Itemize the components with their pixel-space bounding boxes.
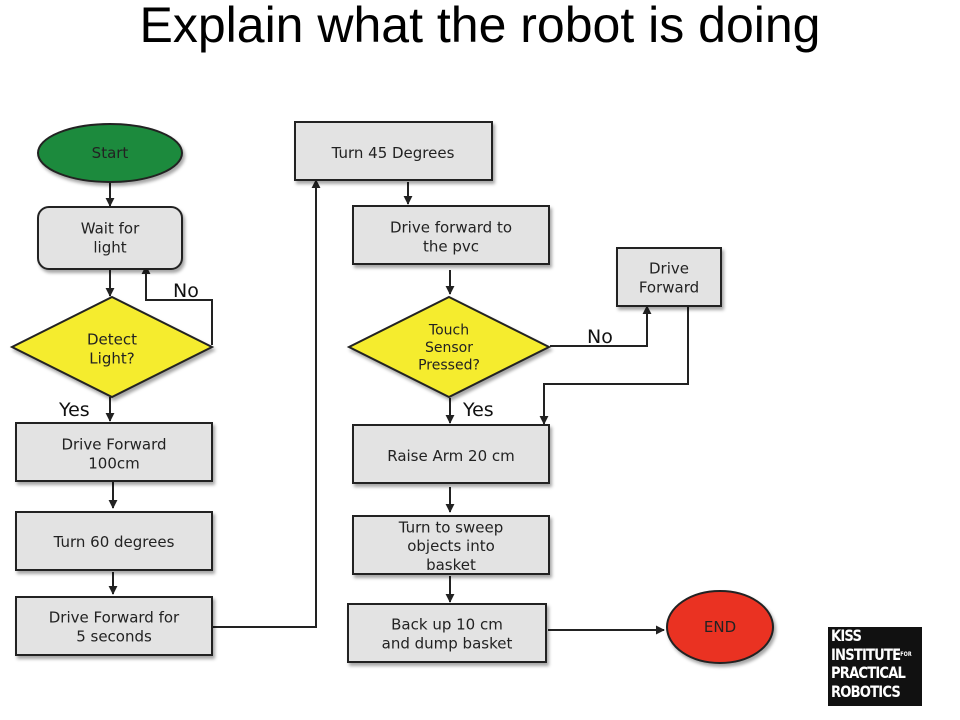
node-label-line: 100cm <box>88 454 140 472</box>
slide-title: Explain what the robot is doing <box>139 0 821 53</box>
node-label-line: Light? <box>89 349 134 367</box>
node-label-line: and dump basket <box>382 634 513 652</box>
node-label-line: Raise Arm 20 cm <box>387 447 515 465</box>
svg-text:Raise Arm 20 cm: Raise Arm 20 cm <box>387 447 515 465</box>
edge-label-light-yes: Yes <box>58 399 90 421</box>
node-label-line: Start <box>92 144 129 162</box>
node-label-line: Pressed? <box>418 358 480 374</box>
node-end: END <box>666 590 774 664</box>
edge-label-light-no: No <box>173 280 199 302</box>
node-label-line: objects into <box>407 537 495 555</box>
arrow-touch-no <box>550 305 652 347</box>
node-label-line: Touch <box>428 323 469 339</box>
node-label-line: END <box>704 618 736 636</box>
node-label-line: 5 seconds <box>76 627 152 645</box>
node-label-line: Drive Forward <box>61 436 166 454</box>
arrow-driveforward-to-raise <box>539 306 689 425</box>
edge-label-touch-yes: Yes <box>462 399 494 421</box>
logo-line-2-text: INSTITUTE <box>831 644 901 664</box>
logo-line-4: ROBOTICS <box>831 681 901 701</box>
node-label-line: Turn 45 Degrees <box>331 144 455 162</box>
node-label-line: Sensor <box>425 340 473 356</box>
logo-line-3: PRACTICAL <box>831 663 906 682</box>
node-label-line: Back up 10 cm <box>391 616 503 634</box>
arrow-detect-no-loop <box>141 265 213 345</box>
node-label-line: Drive Forward for <box>49 609 180 627</box>
svg-text:END: END <box>704 618 736 636</box>
svg-text:Start: Start <box>92 144 129 162</box>
node-turn-45-degrees: Turn 45 Degrees <box>294 121 493 181</box>
node-label-line: the pvc <box>423 237 479 255</box>
connectors <box>105 179 689 635</box>
node-label-line: Drive forward to <box>390 219 512 237</box>
logo-line-2: INSTITUTEFOR <box>831 644 912 665</box>
kiss-institute-logo: KISS INSTITUTEFOR PRACTICAL ROBOTICS <box>828 627 922 706</box>
node-label-line: Turn to sweep <box>398 518 503 536</box>
node-start: Start <box>37 123 183 183</box>
edge-label-touch-no: No <box>587 326 613 348</box>
logo-line-1: KISS <box>831 627 862 645</box>
node-label-line: light <box>93 238 126 256</box>
node-label-line: basket <box>426 556 476 574</box>
node-label-line: Wait for <box>81 220 140 238</box>
svg-text:Turn 45 Degrees: Turn 45 Degrees <box>331 144 455 162</box>
logo-superscript: FOR <box>900 650 912 658</box>
node-label-line: Turn 60 degrees <box>53 533 175 551</box>
arrow-drive5s-to-turn45 <box>213 179 321 628</box>
node-label-line: Forward <box>639 278 699 296</box>
node-raise-arm-20cm: Raise Arm 20 cm <box>352 424 550 484</box>
svg-text:Turn 60 degrees: Turn 60 degrees <box>53 533 175 551</box>
node-turn-60-degrees: Turn 60 degrees <box>15 511 213 571</box>
node-label-line: Detect <box>87 331 137 349</box>
node-label-line: Drive <box>649 260 689 278</box>
